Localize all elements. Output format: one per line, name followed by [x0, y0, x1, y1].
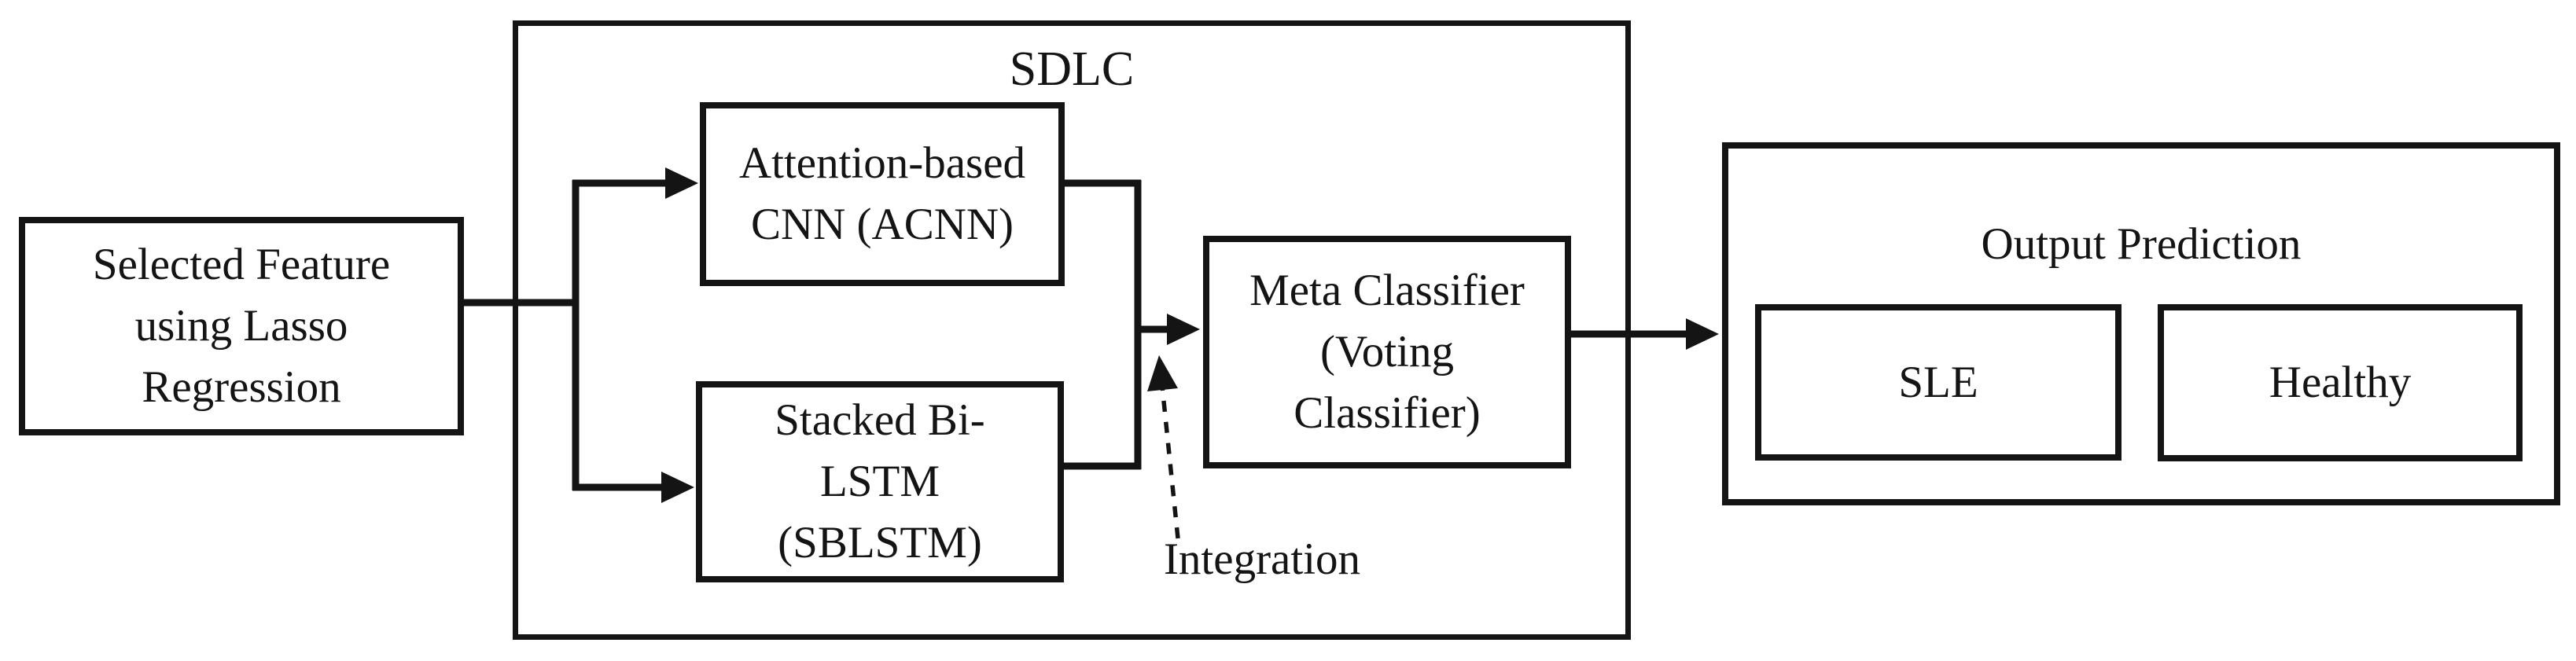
sle-box: SLE — [1755, 304, 2122, 461]
sblstm-line: (SBLSTM) — [778, 518, 982, 567]
output-prediction-title: Output Prediction — [1981, 219, 2302, 269]
meta-classifier-box: Meta Classifier (Voting Classifier) — [1203, 236, 1571, 468]
acnn-line: CNN (ACNN) — [750, 200, 1014, 249]
sblstm-line: Stacked Bi- — [775, 395, 985, 445]
meta-classifier-line: Classifier) — [1294, 388, 1481, 438]
acnn-box: Attention-based CNN (ACNN) — [700, 102, 1065, 286]
integration-label: Integration — [1163, 534, 1361, 584]
sle-label: SLE — [1898, 357, 1978, 407]
meta-classifier-line: Meta Classifier — [1249, 266, 1525, 315]
sdlc-label: SDLC — [1009, 42, 1135, 96]
acnn-line: Attention-based — [738, 138, 1026, 188]
selected-feature-line: Selected Feature — [92, 240, 391, 289]
selected-feature-line: Regression — [142, 362, 341, 412]
arrowhead-output — [1686, 318, 1719, 350]
selected-feature-line: using Lasso — [134, 301, 348, 351]
healthy-box: Healthy — [2158, 304, 2523, 461]
sblstm-line: LSTM — [819, 457, 940, 506]
sblstm-box: Stacked Bi- LSTM (SBLSTM) — [696, 381, 1064, 582]
selected-feature-box: Selected Feature using Lasso Regression — [19, 217, 464, 435]
healthy-label: Healthy — [2269, 358, 2412, 407]
meta-classifier-line: (Voting — [1320, 327, 1454, 376]
